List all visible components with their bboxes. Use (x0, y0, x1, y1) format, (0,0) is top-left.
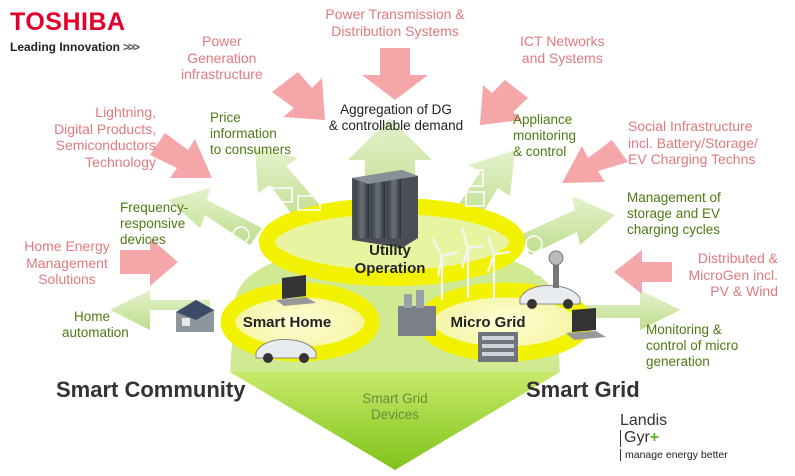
label-power-generation: Power Generation infrastructure (181, 33, 263, 83)
label-home-energy: Home Energy Management Solutions (24, 238, 110, 288)
server-rack-icon (352, 170, 418, 248)
plus-icon: + (649, 428, 660, 446)
smart-grid-devices-arrow (230, 372, 560, 470)
toshiba-wordmark: TOSHIBA (10, 8, 126, 36)
label-power-transmission: Power Transmission & Distribution System… (325, 6, 465, 39)
label-management-storage: Management of storage and EV charging cy… (627, 190, 721, 237)
label-appliance-monitoring: Appliance monitoring & control (513, 112, 577, 159)
ring-label-smart-home: Smart Home (242, 314, 332, 331)
smart-community-title: Smart Community (56, 377, 246, 402)
label-frequency-responsive: Frequency- responsive devices (120, 200, 189, 247)
label-distributed: Distributed & MicroGen incl. PV & Wind (688, 250, 778, 300)
ring-label-micro-grid: Micro Grid (450, 314, 526, 331)
smart-grid-title: Smart Grid (526, 377, 640, 402)
label-lightning: Lightning, Digital Products, Semiconduct… (54, 104, 156, 170)
charging-station-icon (548, 250, 564, 288)
toshiba-tagline: Leading Innovation>>> (10, 40, 140, 54)
landis-gyr-logo: Landis Gyr+ manage energy better (620, 412, 728, 461)
label-home-automation: Home automation (62, 309, 129, 340)
wind-turbine-icons (431, 227, 511, 300)
ring-label-utility-operation: Utility Operation (354, 242, 426, 277)
label-price-information: Price information to consumers (210, 110, 292, 157)
electric-car-icons (255, 285, 581, 363)
smart-grid-devices-label: Smart Grid Devices (362, 391, 428, 422)
label-monitoring-control: Monitoring & control of micro generation (646, 322, 739, 369)
label-ict-networks: ICT Networks and Systems (520, 33, 605, 66)
toshiba-logo: TOSHIBA Leading Innovation>>> (10, 8, 140, 55)
factory-icon (398, 290, 518, 362)
house-icon (176, 300, 214, 332)
chevrons-icon: >>> (123, 40, 140, 54)
pink-arrows (120, 48, 672, 294)
appliance-icons (228, 169, 548, 276)
laptop-icons (276, 275, 606, 340)
label-aggregation: Aggregation of DG & controllable demand (328, 102, 464, 133)
label-social-infrastructure: Social Infrastructure incl. Battery/Stor… (628, 118, 758, 168)
